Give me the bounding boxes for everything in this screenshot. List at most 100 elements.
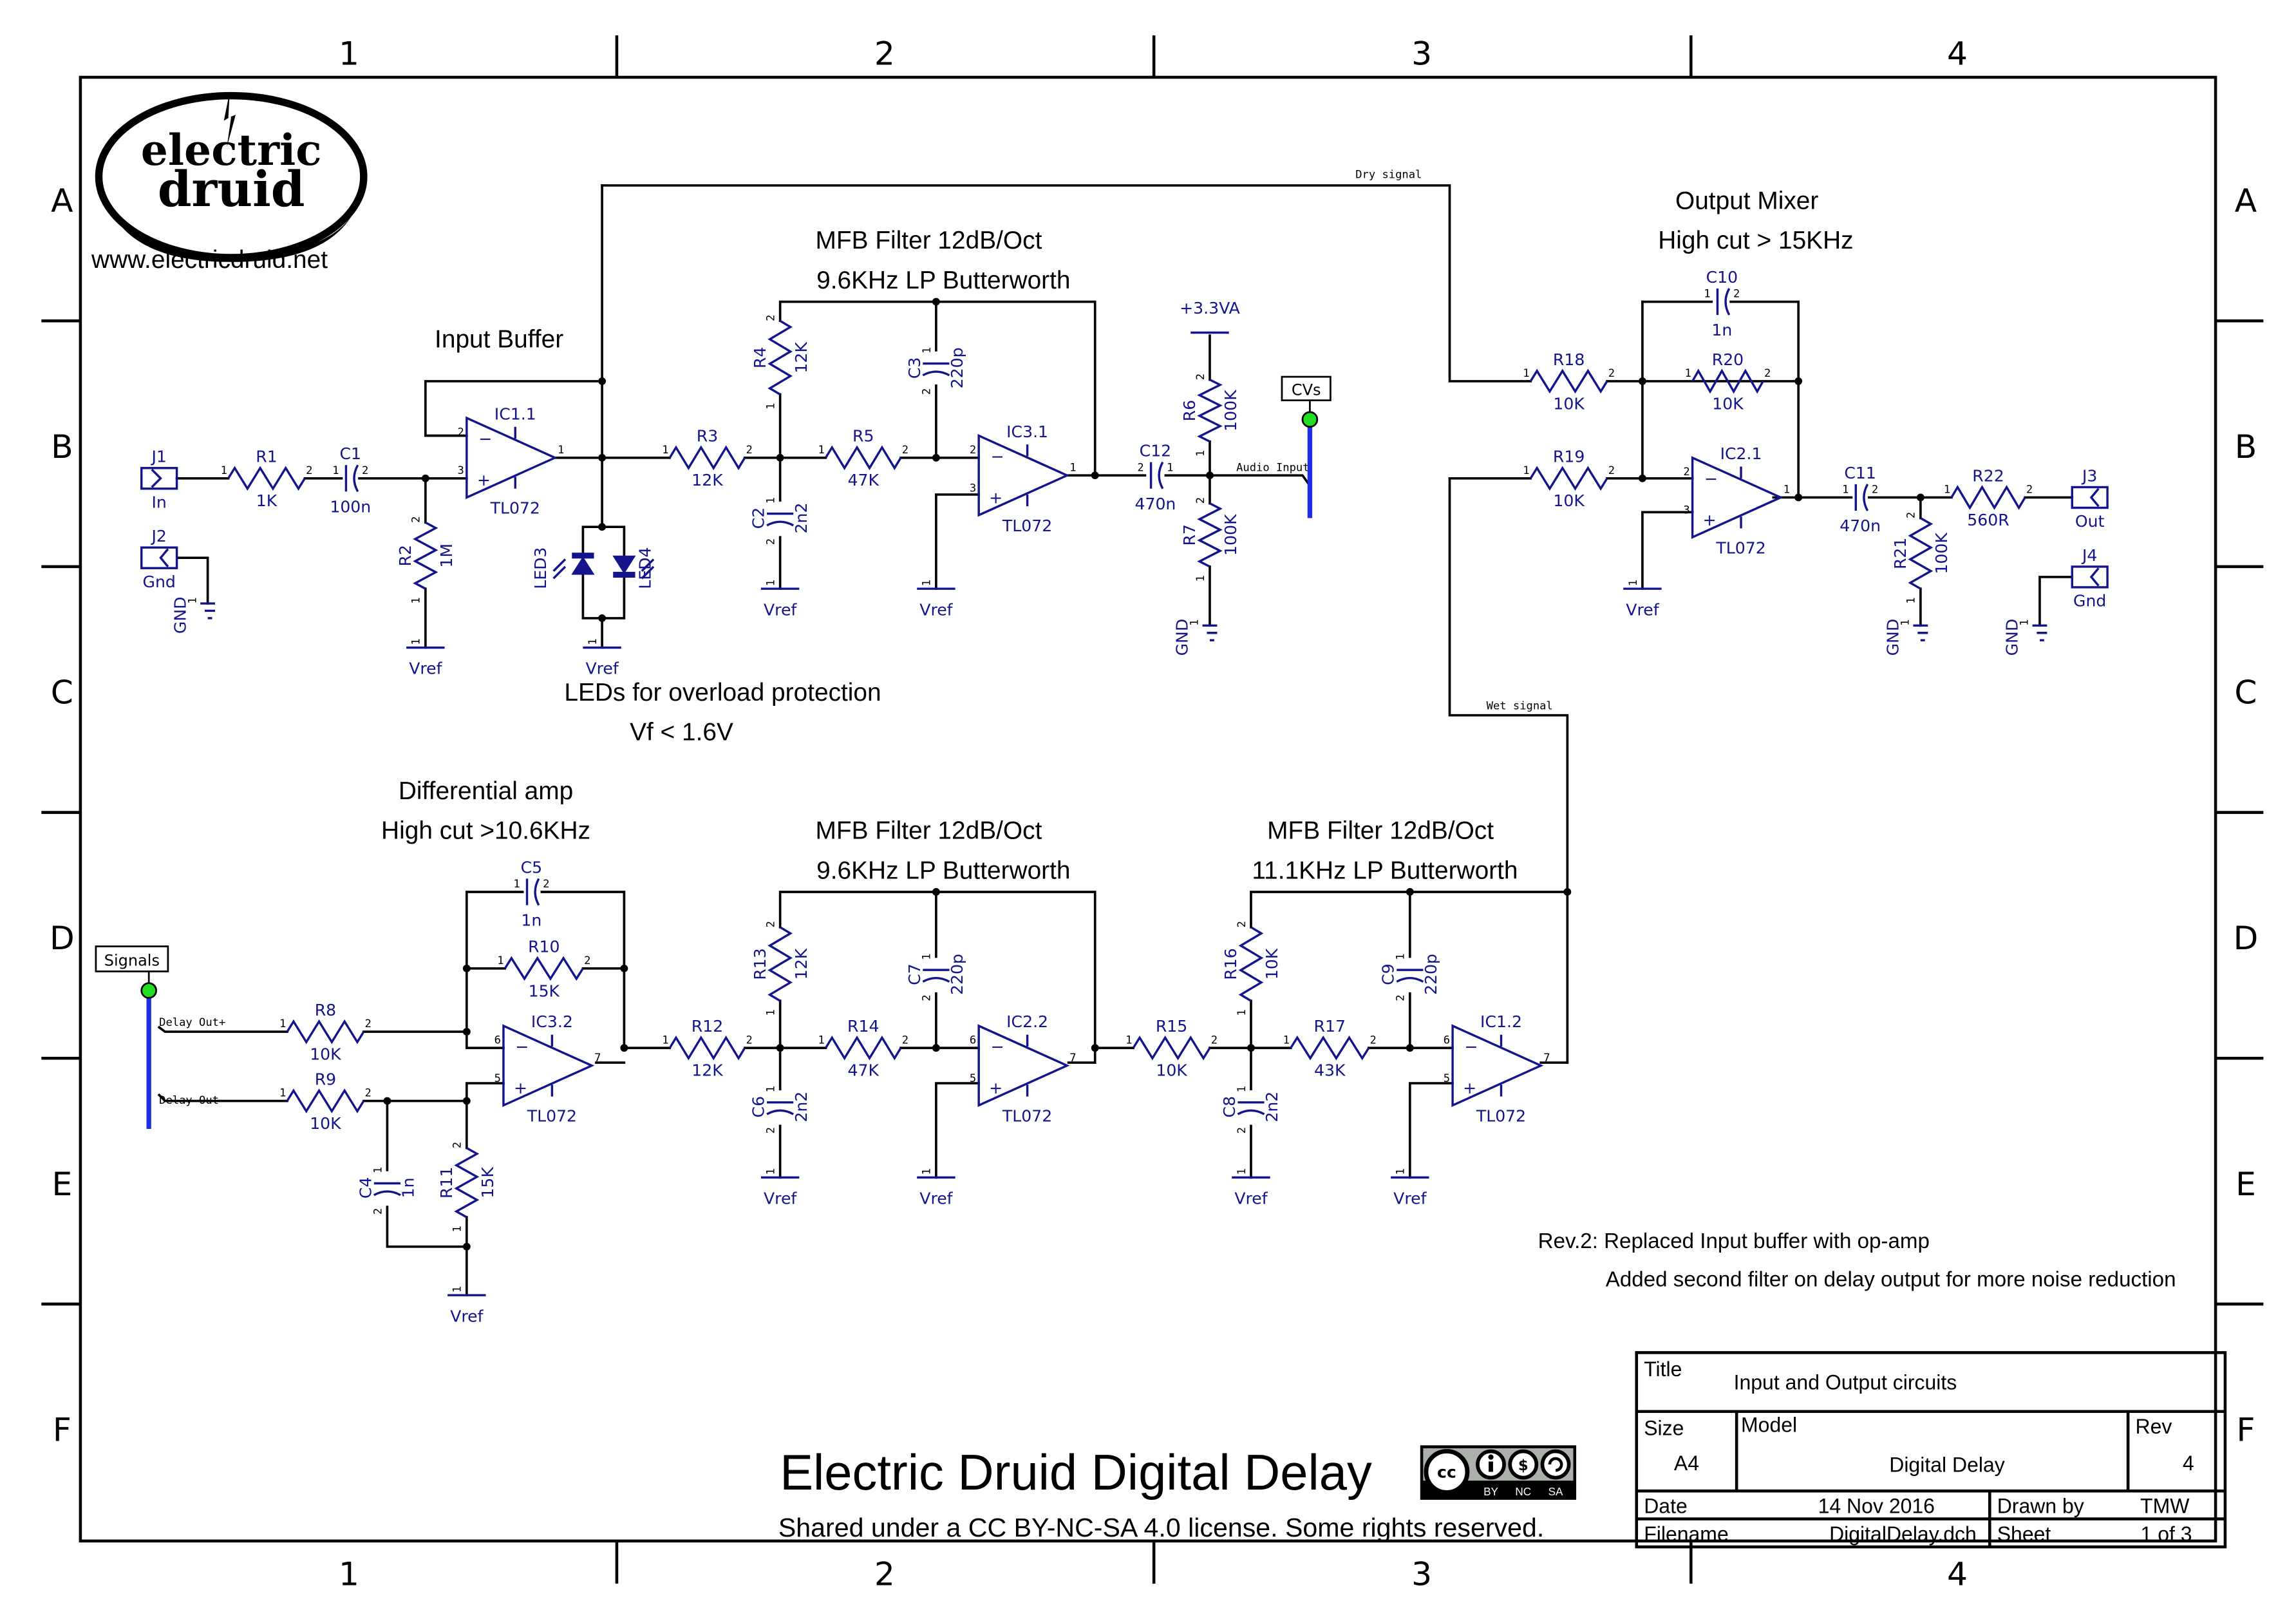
net-label-delay-out-neg: Delay Out- (159, 1094, 225, 1107)
inverting-input-sign: − (515, 1037, 529, 1056)
component-ref: R11 (437, 1167, 456, 1198)
pin-number: 2 (365, 1087, 372, 1100)
pin-number: 2 (921, 388, 934, 395)
filename-value: DigitalDelay.dch (1829, 1522, 1977, 1546)
leds-title: LEDs for overload protection (564, 679, 881, 706)
pin-number: 2 (1395, 994, 1407, 1001)
component-ref: C11 (1844, 464, 1876, 482)
rev-label: Rev (2136, 1415, 2172, 1438)
section-titles: Input Buffer MFB Filter 12dB/Oct 9.6KHz … (381, 187, 1854, 885)
resistor-symbol (1529, 466, 1608, 491)
component-ref: R17 (1314, 1017, 1346, 1036)
pin-number: 1 (1627, 580, 1640, 586)
title-label: Title (1644, 1358, 1682, 1381)
logo-url[interactable]: www.electricdruid.net (91, 246, 328, 274)
component-ref: R14 (847, 1017, 879, 1036)
signals-bus-port[interactable] (140, 982, 157, 999)
svg-text:NC: NC (1515, 1485, 1531, 1498)
pin-number: 2 (746, 444, 752, 457)
grid-labels: 1 2 3 4 1 2 3 4 A B C D E F A B C D E F (50, 35, 2258, 1593)
component-ref: R20 (1712, 350, 1744, 369)
cvs-bus-label[interactable]: CVs (1292, 381, 1321, 399)
cvs-bus-port[interactable] (1301, 411, 1319, 428)
junction-dot (462, 1097, 471, 1105)
title-value: Input and Output circuits (1734, 1370, 1957, 1394)
pin-number: 2 (306, 464, 312, 477)
opamp-triangle (977, 1024, 1070, 1108)
junction-dot (1638, 377, 1646, 385)
component-ref: IC1.1 (494, 404, 536, 423)
signals-bus-label-box[interactable] (95, 945, 169, 972)
led-led3[interactable]: LED3 (531, 547, 595, 589)
pin-number: 2 (1905, 512, 1918, 518)
pin-number: 5 (1444, 1072, 1450, 1085)
pin-number: 1 (1283, 1034, 1290, 1046)
capacitor-plate (1158, 461, 1164, 489)
drawn-by-label: Drawn by (1997, 1494, 2084, 1517)
junction-dot (1794, 493, 1803, 502)
cc-license-badge[interactable]: cc $ BY NC SA (1420, 1445, 1577, 1500)
gnd-label: GND (1173, 619, 1192, 656)
led-led4[interactable]: LED4 (612, 547, 655, 589)
signals-bus-label[interactable]: Signals (104, 951, 160, 969)
cvs-bus-label-box[interactable] (1281, 375, 1331, 402)
pin-number: 2 (1608, 367, 1615, 380)
pin-number: 1 (764, 497, 777, 504)
component-ref: C2 (749, 507, 767, 529)
pin-number: 2 (902, 1034, 908, 1046)
svg-text:BY: BY (1483, 1485, 1498, 1498)
component-ref: J1 (150, 448, 166, 466)
junction-dot (383, 1097, 391, 1105)
junction-dot (462, 964, 471, 972)
pin-number: 2 (1733, 288, 1740, 301)
opamp-triangle (1451, 1024, 1544, 1108)
resistor-symbol (503, 956, 584, 981)
component-value: 10K (1553, 394, 1585, 413)
